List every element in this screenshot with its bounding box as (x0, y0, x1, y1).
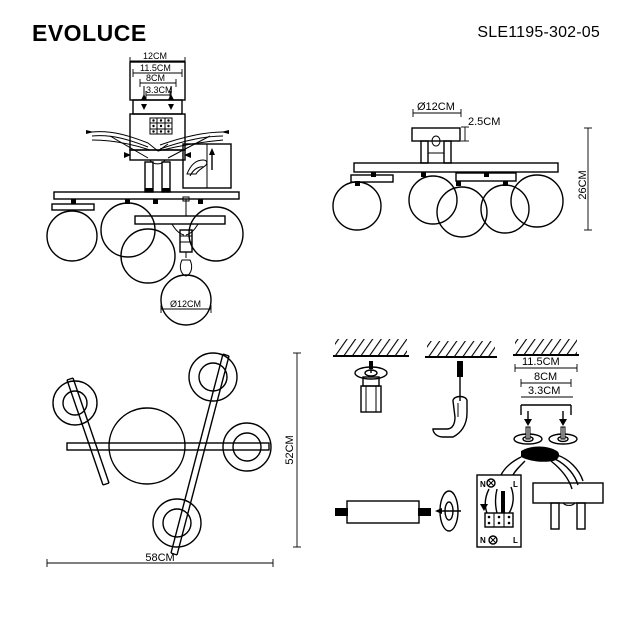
globe-diameter-dimension: Ø12CM (160, 299, 212, 313)
globe-5 (510, 174, 564, 228)
installation-steps: 11.5CM 8CM 3.3CM (325, 333, 610, 578)
dim-canopy-diameter: Ø12CM (417, 101, 455, 113)
ring-outer-2 (188, 352, 238, 402)
ring-outer-1 (52, 380, 98, 426)
overall-height-dimension: 26CM (577, 127, 592, 231)
arm-upper-right (170, 353, 230, 556)
dim-plate-width: 12CM (143, 51, 167, 61)
globe-3 (436, 186, 488, 238)
ring-inner-3 (232, 432, 262, 462)
ring-outer-4 (152, 498, 202, 548)
dim-globe-diameter: Ø12CM (170, 299, 201, 309)
globe-1 (332, 181, 382, 231)
product-code: SLE1195-302-05 (477, 24, 600, 41)
dim-screw-span-inner: 3.3CM (146, 85, 173, 95)
dim-width: 58CM (145, 552, 174, 564)
dim-screw-span-mid: 8CM (146, 73, 165, 83)
globe-2 (408, 175, 458, 225)
wiring-label-n-top: N (480, 480, 486, 489)
wiring-label-l-top: L (513, 480, 518, 489)
globe-4 (480, 184, 530, 234)
dim-anchor-outer: 11.5CM (522, 356, 560, 368)
dim-anchor-inner: 3.3CM (528, 385, 560, 397)
dim-depth: 52CM (284, 435, 296, 464)
wire-bundle (91, 131, 224, 159)
ring-center (108, 407, 186, 485)
ring-outer-3 (222, 422, 272, 472)
hammer-anchor-step (425, 341, 497, 438)
arm-upper-left (66, 377, 110, 486)
ring-inner-1 (62, 390, 88, 416)
wiring-label-l-bottom: L (513, 536, 518, 545)
horizontal-bar (66, 442, 270, 451)
drill-ceiling-step (333, 339, 409, 413)
depth-dimension: 52CM (284, 352, 301, 548)
mount-plate-dimensions: 12CM 11.5CM 8CM 3.3CM (129, 51, 186, 99)
ring-inner-4 (162, 508, 192, 538)
brand-logo: EVOLUCE (32, 20, 147, 46)
hand-push-inset (182, 143, 232, 189)
canopy-height-dimension: 2.5CM (461, 116, 500, 142)
wiring-terminal-step: N L N L (476, 446, 584, 548)
dim-screw-span-outer: 11.5CM (140, 63, 171, 73)
plan-top-view: 52CM 58CM (25, 335, 315, 580)
tube-and-fixing-step (335, 490, 461, 532)
canopy-diameter-dimension: Ø12CM (412, 101, 462, 117)
wire-knot (521, 446, 560, 462)
exploded-assembly-view: 12CM 11.5CM 8CM 3.3CM (40, 48, 290, 326)
ring-inner-2 (198, 362, 228, 392)
dim-overall-height: 26CM (577, 170, 589, 199)
anchor-spacing-step: 11.5CM 8CM 3.3CM (513, 339, 579, 445)
width-dimension: 58CM (46, 552, 274, 567)
dim-anchor-mid: 8CM (534, 371, 557, 383)
dim-canopy-height: 2.5CM (468, 116, 500, 128)
wiring-label-n-bottom: N (480, 536, 486, 545)
side-elevation-view: Ø12CM 2.5CM (325, 95, 610, 255)
mount-bracket-step (532, 482, 604, 530)
